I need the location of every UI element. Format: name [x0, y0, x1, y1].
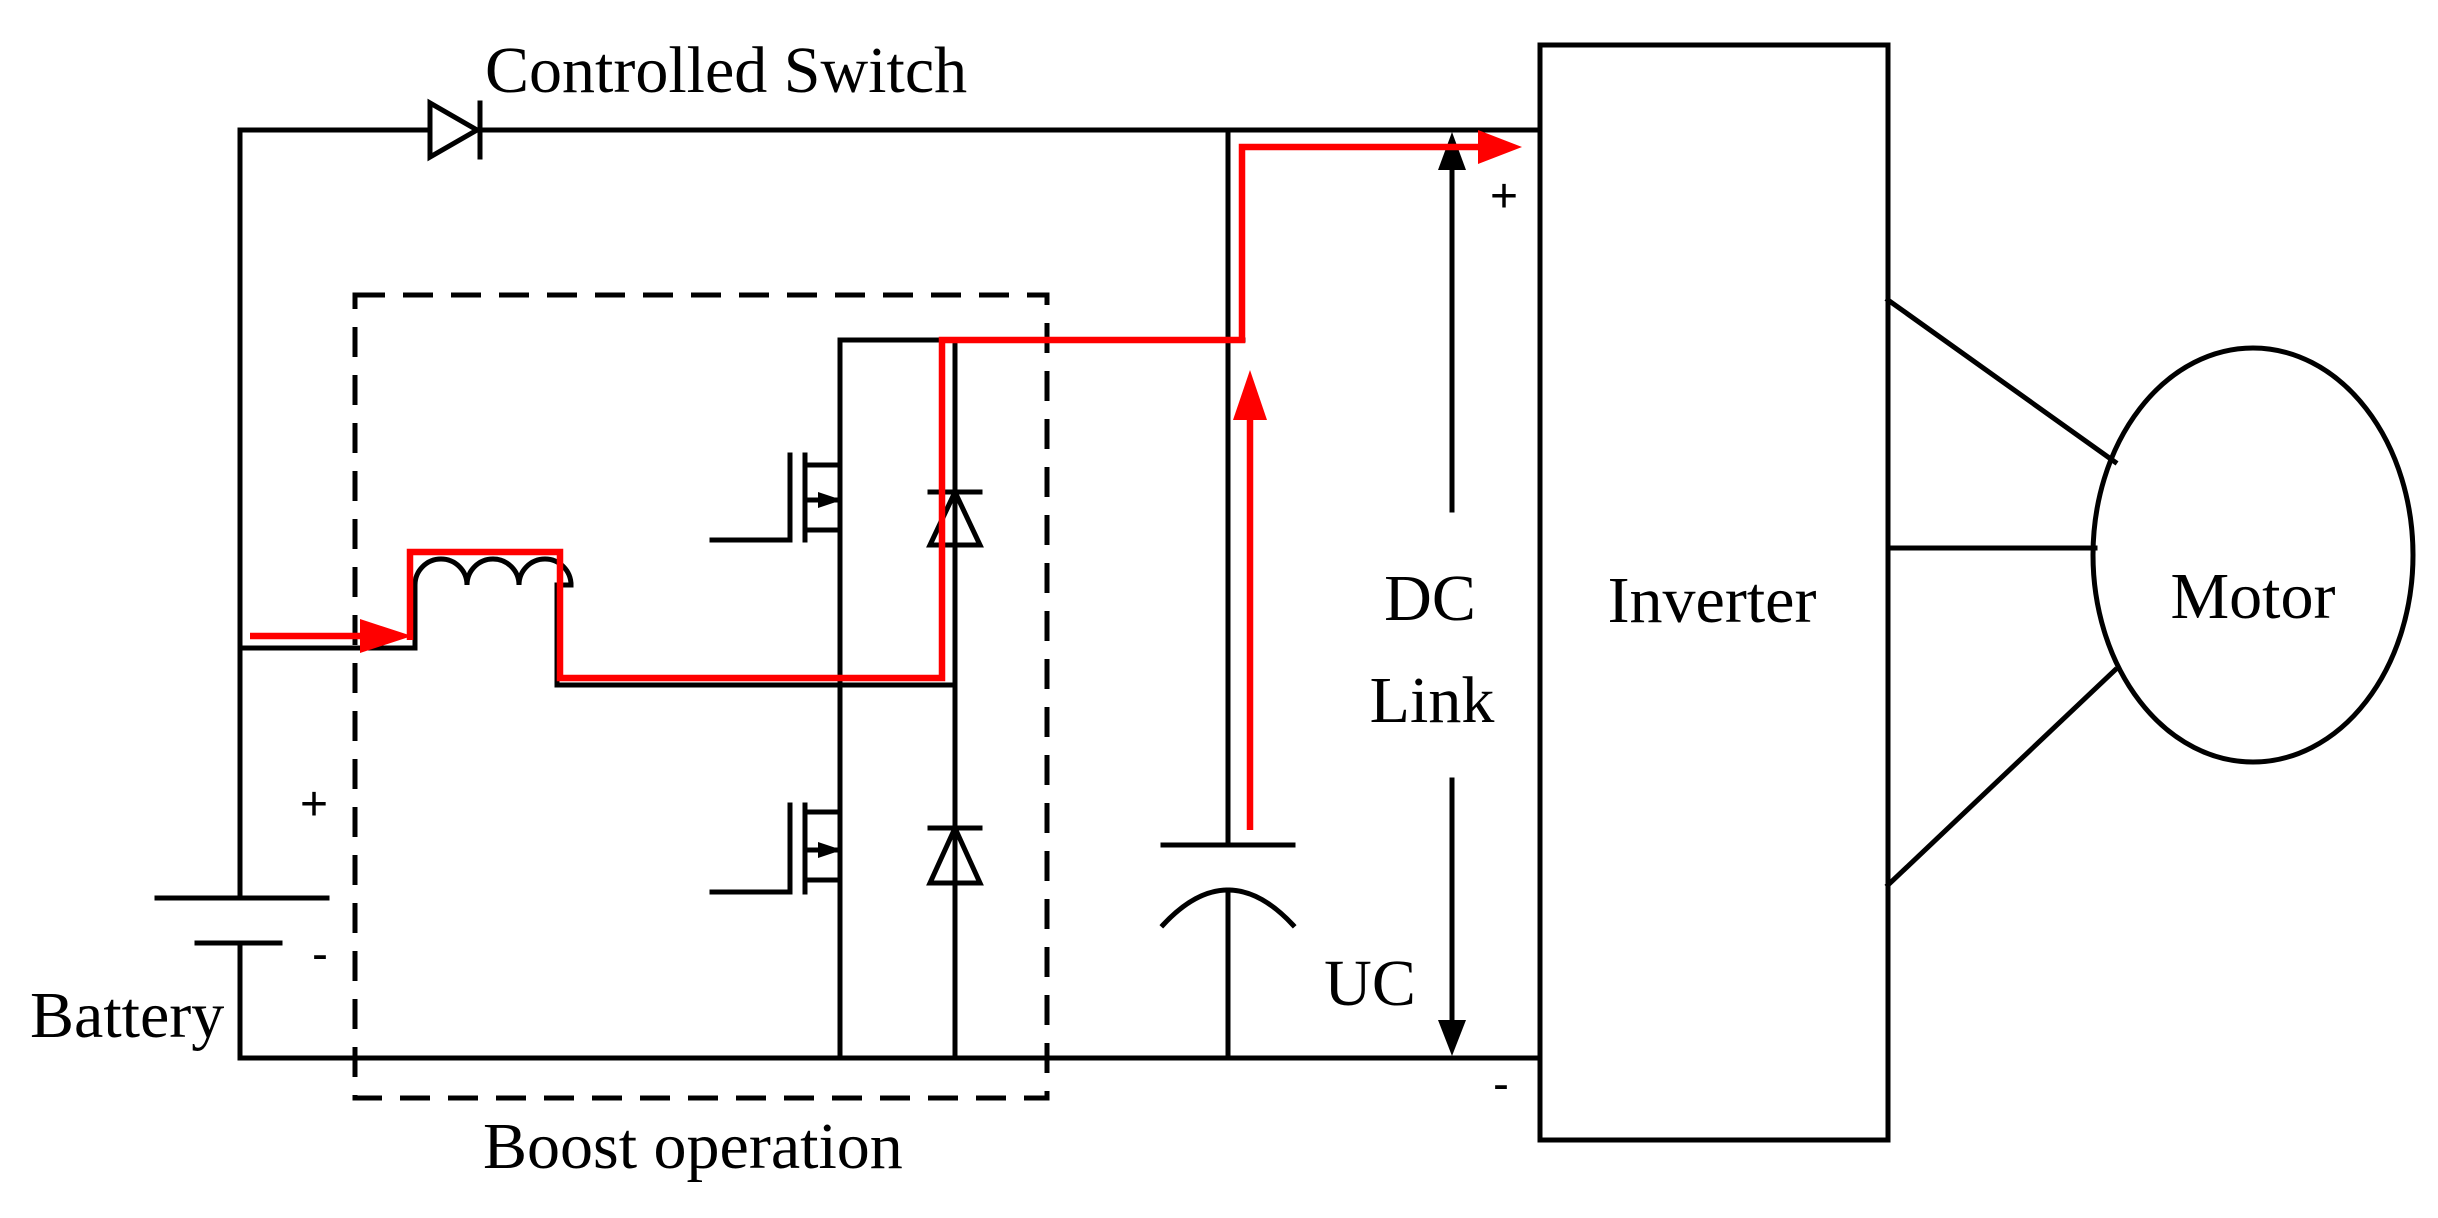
motor-phase-wires [1884, 296, 2119, 889]
controlled-switch-label: Controlled Switch [485, 34, 967, 107]
ultracapacitor-symbol [1159, 842, 1297, 1061]
battery-minus-sign: - [312, 928, 328, 981]
dc-link-label-line2: Link [1370, 664, 1495, 737]
controlled-switch-diode [427, 98, 483, 162]
dc-link-label-line1: DC [1384, 562, 1476, 635]
battery-label: Battery [30, 979, 224, 1052]
motor-circle [2090, 345, 2416, 765]
boost-operation-label: Boost operation [483, 1110, 903, 1183]
battery-plus-sign: + [300, 778, 328, 831]
boost-current-path [250, 130, 1522, 830]
motor-label: Motor [2171, 560, 2336, 633]
battery-symbol [154, 895, 330, 985]
dc-link-minus-sign: - [1493, 1058, 1509, 1111]
upper-mosfet [709, 452, 843, 543]
inductor-coil [412, 556, 574, 688]
inverter-label: Inverter [1608, 564, 1817, 637]
uc-label: UC [1324, 947, 1416, 1020]
dc-link-voltage-arrow [1438, 132, 1466, 1056]
lower-mosfet [709, 802, 843, 895]
lower-freewheel-diode [926, 821, 984, 886]
dc-link-plus-sign: + [1490, 170, 1518, 223]
inverter-block [1537, 42, 1891, 1143]
boost-operation-box [352, 292, 1050, 1101]
